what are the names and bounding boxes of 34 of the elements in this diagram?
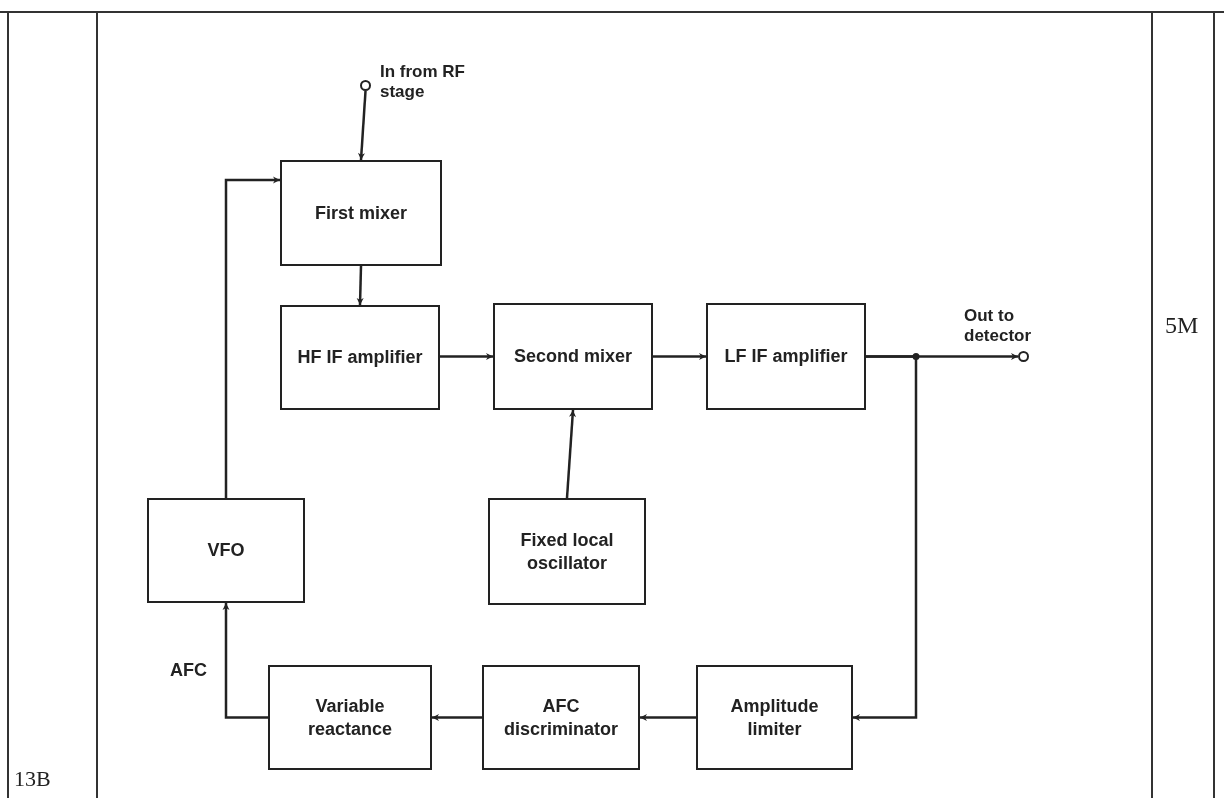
arrow (440, 353, 493, 360)
block-box (268, 665, 432, 770)
block-box (493, 303, 653, 410)
block-label: HF IF amplifier (296, 346, 424, 369)
block-box (482, 665, 640, 770)
arrow (357, 90, 367, 161)
block-label: VFO (206, 539, 246, 562)
block-label: Variable reactance (306, 695, 394, 740)
terminal-circle (1018, 351, 1029, 362)
arrow (640, 714, 696, 721)
block-label: Second mixer (512, 345, 633, 368)
arrow (653, 353, 706, 360)
arrow (224, 176, 280, 498)
terminal-label: Out to detector (964, 306, 1033, 347)
arrow (565, 409, 576, 499)
terminal-circle (360, 80, 371, 91)
block-label: LF IF amplifier (723, 345, 849, 368)
block-box (280, 305, 440, 410)
arrow (222, 603, 268, 719)
arrow (432, 714, 482, 721)
block-box (696, 665, 853, 770)
margin-note: 13B (14, 766, 51, 792)
arrow (853, 355, 918, 721)
block-box (488, 498, 646, 605)
block-label: Fixed local oscillator (519, 529, 615, 574)
block-label: First mixer (313, 201, 408, 225)
block-label: Amplitude limiter (729, 695, 820, 740)
terminal-label: In from RF stage (380, 62, 466, 103)
block-box (706, 303, 866, 410)
block-box (280, 160, 442, 266)
block-box (147, 498, 305, 603)
margin-note: 5M (1165, 312, 1199, 339)
arrow (356, 265, 364, 306)
block-label: AFC discriminator (503, 695, 619, 740)
